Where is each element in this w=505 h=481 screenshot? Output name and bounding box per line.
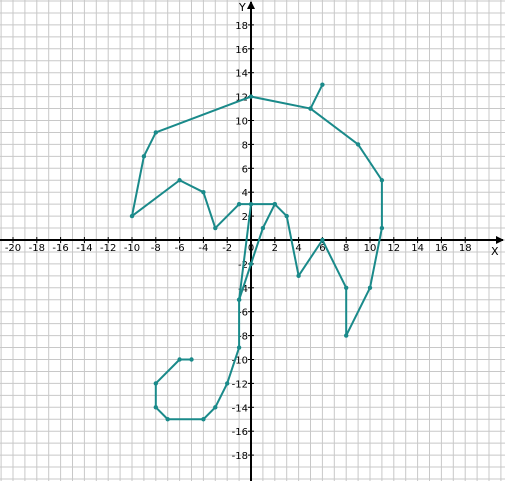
y-axis-label: Y <box>238 1 246 14</box>
x-axis-label: X <box>491 245 499 258</box>
data-series <box>129 82 385 422</box>
data-point <box>141 154 147 159</box>
y-tick-label: -12 <box>232 379 248 390</box>
y-axis-arrow <box>247 1 255 9</box>
data-point <box>284 213 289 219</box>
data-point <box>379 178 385 183</box>
x-tick-label: 12 <box>387 243 400 254</box>
y-tick-label: -6 <box>238 308 248 319</box>
data-point <box>165 417 170 422</box>
y-tick-label: -18 <box>232 451 248 462</box>
data-point <box>344 285 349 290</box>
y-tick-label: -16 <box>232 427 248 438</box>
x-tick-label: -2 <box>222 243 232 254</box>
data-point <box>248 261 254 267</box>
x-tick-label: 2 <box>272 243 278 254</box>
y-tick-label: 14 <box>235 69 248 80</box>
data-point <box>344 333 349 338</box>
x-axis-arrow <box>496 236 504 244</box>
y-tick-label: 16 <box>235 45 248 56</box>
data-point <box>213 405 218 410</box>
data-point <box>201 417 206 422</box>
x-tick-label: 10 <box>364 243 377 254</box>
data-point <box>296 273 301 279</box>
x-tick-label: 16 <box>435 243 448 254</box>
x-tick-label: 14 <box>411 243 424 254</box>
y-tick-label: 6 <box>242 164 248 175</box>
data-point <box>272 201 277 207</box>
data-point <box>201 190 206 195</box>
x-tick-label: -6 <box>175 243 185 254</box>
data-point <box>308 106 313 111</box>
data-point <box>379 225 385 231</box>
x-tick-label: -8 <box>151 243 161 254</box>
data-point <box>320 82 325 87</box>
x-tick-label: -20 <box>5 243 21 254</box>
data-point <box>236 345 242 350</box>
x-tick-label: -10 <box>124 243 140 254</box>
x-tick-label: 18 <box>459 243 472 254</box>
y-tick-label: -8 <box>238 332 248 343</box>
data-point <box>225 381 230 386</box>
data-point <box>177 357 182 362</box>
series-line-3 <box>238 203 276 301</box>
x-tick-label: 0 <box>248 243 254 254</box>
data-point <box>248 201 254 207</box>
x-tick-label: -16 <box>52 243 68 254</box>
x-tick-label: -12 <box>100 243 116 254</box>
y-tick-label: 8 <box>242 140 248 151</box>
data-point <box>189 357 194 362</box>
x-tick-label: 8 <box>343 243 349 254</box>
y-tick-label: 4 <box>242 188 248 199</box>
data-point <box>153 381 158 386</box>
y-tick-label: 10 <box>235 117 248 128</box>
data-point <box>320 237 325 243</box>
data-point <box>153 130 158 135</box>
data-point <box>153 405 158 410</box>
data-point <box>260 225 266 231</box>
data-point <box>129 213 135 219</box>
y-tick-label: 2 <box>242 212 248 223</box>
data-point <box>367 285 373 290</box>
data-point <box>213 225 218 231</box>
data-point <box>177 178 182 183</box>
x-tick-label: 6 <box>319 243 325 254</box>
x-tick-label: 4 <box>295 243 301 254</box>
y-tick-label: 12 <box>235 93 248 104</box>
data-point <box>355 142 361 147</box>
x-tick-label: -14 <box>76 243 92 254</box>
y-tick-label: -14 <box>232 403 248 414</box>
x-tick-label: -18 <box>29 243 45 254</box>
y-tick-label: 18 <box>235 21 248 32</box>
data-point <box>248 94 254 99</box>
y-tick-label: -10 <box>232 356 248 367</box>
data-point <box>236 201 242 207</box>
x-tick-label: -4 <box>198 243 208 254</box>
data-point <box>236 297 242 302</box>
